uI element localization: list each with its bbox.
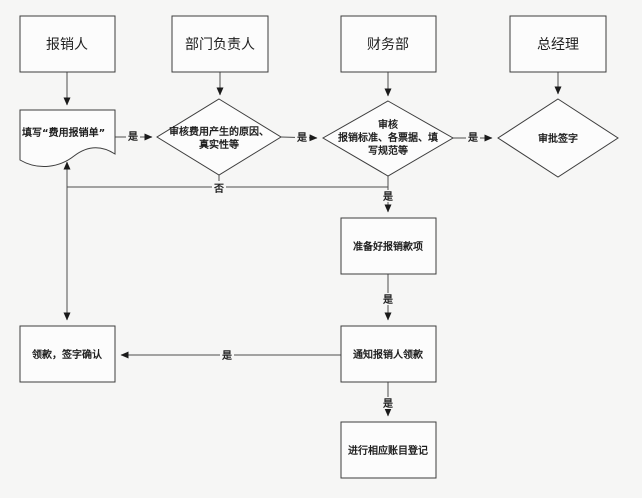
edge-label-bg [295, 130, 309, 143]
edge-label-bg [381, 293, 395, 305]
process-label: 通知报销人领款 [353, 348, 424, 361]
process-shape [340, 421, 437, 479]
lane-label-finance: 财务部 [367, 37, 409, 53]
document-fill-form: 填写“费用报销单” [19, 109, 116, 167]
edge-label-yes-to-register: 是 [382, 398, 393, 410]
edge-label-yes-standard-to-approve: 是 [467, 132, 478, 144]
edge-label-bg [220, 349, 234, 361]
process-shape [340, 217, 437, 275]
edge-label-yes-to-collect: 是 [221, 350, 232, 362]
edge-label-bg [466, 130, 480, 143]
process-notify-collect: 通知报销人领款 [340, 325, 437, 383]
edge-label-yes-to-notify: 是 [382, 294, 393, 306]
lane-box-finance [340, 15, 437, 73]
decision-label: 审批签字 [538, 132, 578, 145]
decision-shape [156, 98, 282, 176]
edge-label-yes-to-prepare: 是 [382, 191, 393, 203]
lane-box-dept-head [171, 15, 269, 73]
lane-box-applicant [19, 15, 116, 73]
decision-label-line2: 报销标准、各票据、填 [338, 131, 438, 144]
lane-box-general-manager [509, 15, 607, 73]
connectors [63, 72, 562, 417]
edge-label-no-return: 否 [213, 183, 224, 195]
lane-label-applicant: 报销人 [46, 37, 88, 53]
process-shape [340, 325, 437, 383]
process-label: 进行相应账目登记 [348, 444, 428, 457]
lane-headers: 报销人 部门负责人 财务部 总经理 [19, 15, 607, 73]
decision-shape [497, 98, 619, 178]
process-collect-sign: 领款，签字确认 [19, 325, 116, 383]
edge-labels: 是 是 是 否 是 是 是 是 [126, 129, 480, 410]
edge-label-bg [126, 129, 140, 142]
decision-approve-sign: 审批签字 [497, 98, 619, 178]
process-label: 准备好报销款项 [353, 240, 423, 253]
edge-label-bg [212, 181, 226, 194]
decision-label-line1: 审核费用产生的原因、 [169, 125, 269, 138]
process-label: 领款，签字确认 [32, 348, 103, 361]
lane-label-general-manager: 总经理 [537, 37, 579, 53]
decision-label-line3: 写规范等 [368, 144, 408, 157]
decision-review-reason: 审核费用产生的原因、 真实性等 [156, 98, 282, 176]
lane-label-dept-head: 部门负责人 [185, 37, 255, 53]
edge-label-bg [381, 397, 395, 409]
process-register-accounts: 进行相应账目登记 [340, 421, 437, 479]
process-prepare-funds: 准备好报销款项 [340, 217, 437, 275]
document-shape [19, 109, 116, 167]
edge-label-bg [381, 190, 395, 202]
decision-shape [321, 100, 455, 177]
decision-label-line2: 真实性等 [199, 138, 239, 151]
edge-label-yes-fill-to-reason: 是 [127, 131, 138, 143]
decision-review-standard: 审核 报销标准、各票据、填 写规范等 [321, 100, 455, 177]
document-label: 填写“费用报销单” [22, 126, 105, 139]
edge-label-yes-reason-to-standard: 是 [296, 132, 307, 144]
decision-label-line1: 审核 [378, 118, 398, 131]
process-shape [19, 325, 116, 383]
